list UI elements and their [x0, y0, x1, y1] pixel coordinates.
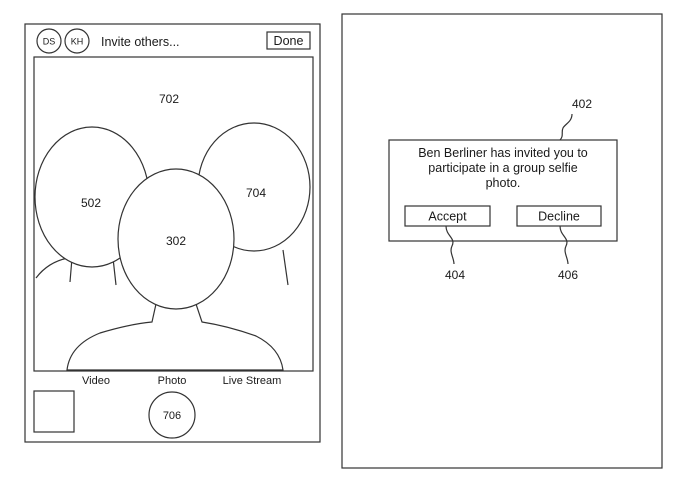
dialog-leader-line — [559, 113, 573, 141]
left-phone-frame — [24, 23, 321, 443]
viewfinder-frame — [33, 56, 314, 372]
camera-mode-selector: Video Photo Live Stream — [82, 375, 281, 387]
left-phone: DS KH Invite others... Done 702 704 — [24, 23, 321, 443]
done-button[interactable]: Done — [266, 31, 311, 50]
decline-button-label: Decline — [538, 210, 580, 224]
accept-leader-line — [445, 225, 455, 265]
left-phone-header: DS KH Invite others... Done — [36, 28, 311, 54]
avatar-kh-circle — [64, 28, 90, 54]
face-reference-704: 704 — [246, 186, 266, 200]
avatar-ds-circle — [36, 28, 62, 54]
camera-viewfinder: 702 704 502 302 — [33, 56, 314, 372]
invitation-message-line-1: Ben Berliner has invited you to — [418, 146, 588, 160]
gallery-thumbnail[interactable] — [33, 390, 75, 433]
person-302: 302 — [66, 168, 284, 371]
invitation-message-line-2: participate in a group selfie — [428, 161, 577, 175]
avatar-ds-label: DS — [43, 37, 56, 47]
mode-live-stream[interactable]: Live Stream — [223, 375, 282, 387]
accept-button[interactable]: Accept — [404, 205, 491, 227]
decline-button[interactable]: Decline — [516, 205, 602, 227]
done-button-frame — [266, 31, 311, 50]
accept-button-label: Accept — [428, 210, 467, 224]
face-reference-502: 502 — [81, 196, 101, 210]
mode-video[interactable]: Video — [82, 375, 110, 387]
decline-reference-406: 406 — [558, 268, 578, 282]
decline-leader-line — [559, 225, 569, 265]
shutter-reference-706: 706 — [163, 410, 181, 422]
avatar-kh[interactable]: KH — [64, 28, 90, 54]
accept-button-frame — [404, 205, 491, 227]
invitation-message-line-3: photo. — [486, 176, 521, 190]
avatar-kh-label: KH — [71, 37, 84, 47]
accept-reference-404: 404 — [445, 268, 465, 282]
person-302-head — [117, 168, 235, 310]
decline-button-frame — [516, 205, 602, 227]
invitation-dialog-frame — [388, 139, 618, 242]
face-reference-302: 302 — [166, 234, 186, 248]
shutter-button-circle — [148, 391, 196, 439]
invitation-dialog: Ben Berliner has invited you to particip… — [388, 139, 618, 242]
dialog-reference-402: 402 — [572, 97, 592, 111]
invite-others-link[interactable]: Invite others... — [101, 35, 180, 49]
person-302-shoulders — [66, 303, 284, 371]
right-phone-frame — [341, 13, 663, 469]
done-button-label: Done — [274, 34, 304, 48]
scene-reference-702: 702 — [159, 92, 179, 106]
right-phone: 402 Ben Berliner has invited you to part… — [341, 13, 663, 469]
avatar-ds[interactable]: DS — [36, 28, 62, 54]
mode-photo[interactable]: Photo — [158, 375, 187, 387]
shutter-button[interactable]: 706 — [148, 391, 196, 439]
